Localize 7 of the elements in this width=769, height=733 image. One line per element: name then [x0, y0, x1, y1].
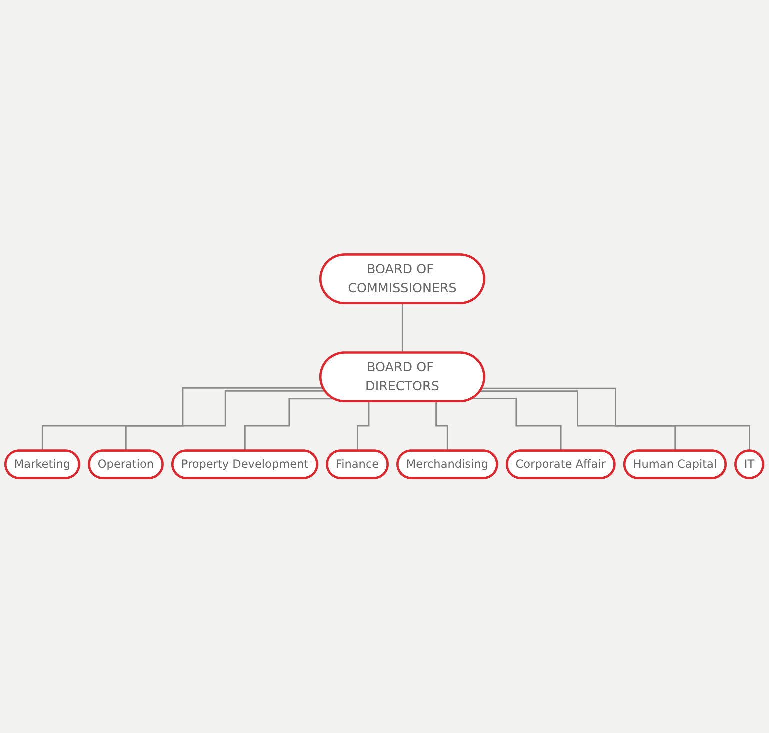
connector: [125, 390, 326, 452]
connector: [482, 388, 751, 452]
connector: [472, 398, 562, 452]
connector: [42, 388, 324, 452]
connector: [480, 390, 676, 452]
connector: [402, 303, 404, 354]
connector: [244, 398, 334, 452]
